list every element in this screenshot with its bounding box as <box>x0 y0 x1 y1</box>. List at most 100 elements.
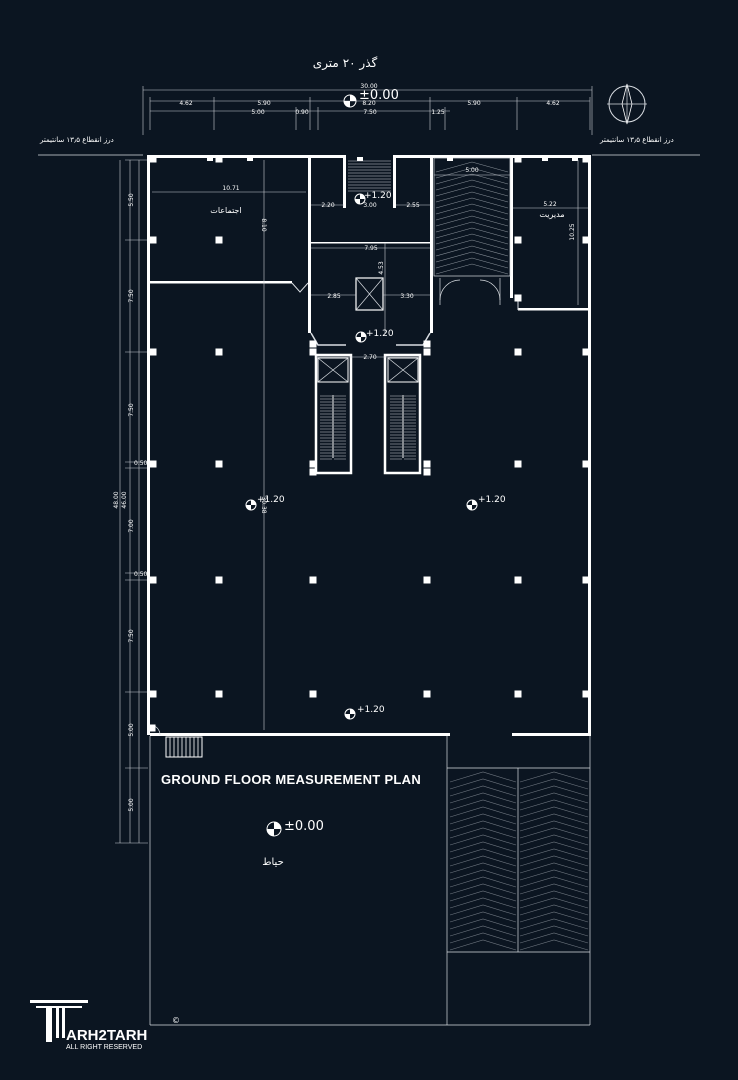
ramp-hatch-line <box>435 233 509 245</box>
parking-hatch-line <box>519 925 589 937</box>
parking-hatch-line <box>519 883 589 895</box>
elevator-right <box>387 357 419 383</box>
elevator-shaft <box>355 277 384 311</box>
parking-hatch-line <box>449 911 517 923</box>
column <box>215 460 223 468</box>
room-label-meetings: اجتماعات <box>210 206 241 215</box>
plan-title: GROUND FLOOR MEASUREMENT PLAN <box>161 772 421 787</box>
parking-hatch-line <box>449 869 517 881</box>
column <box>309 348 317 356</box>
column <box>309 468 317 476</box>
ramp-hatch-line <box>435 203 509 215</box>
dim-lobby-depth: 4.53 <box>378 261 385 275</box>
column <box>215 690 223 698</box>
dim-overall-depth-2: 46.00 <box>121 491 128 508</box>
street-label: گذر ۲۰ متری <box>313 56 378 71</box>
dim-left-6: 0.50 <box>134 571 148 578</box>
parking-hatch-line <box>449 806 517 818</box>
wall-column <box>572 157 578 161</box>
building-walls <box>147 155 591 736</box>
column <box>149 155 157 163</box>
ramp-hatch-line <box>435 245 509 257</box>
parking-hatch-line <box>519 876 589 888</box>
expansion-joint-left: درز انقطاع ۱۳٫۵ سانتیمتر <box>39 136 114 144</box>
parking-hatch-line <box>449 848 517 860</box>
dim-exit-stairs: 2.70 <box>363 354 377 361</box>
parking-hatch-line <box>519 932 589 944</box>
ramp-hatch-line <box>435 221 509 233</box>
dim-left-4: 0.50 <box>134 460 148 467</box>
wall-column <box>357 157 363 161</box>
parking-hatch-line <box>449 904 517 916</box>
dim-top2-4: 1.25 <box>431 109 445 116</box>
structural-columns <box>148 155 590 732</box>
dim-ramp-width: 5.00 <box>465 167 479 174</box>
level-hall-right: +1.20 <box>478 495 506 505</box>
column <box>215 576 223 584</box>
column <box>148 724 156 732</box>
parking-hatch-line <box>449 925 517 937</box>
ramp-hatch-line <box>435 197 509 209</box>
dim-left-1: 5.50 <box>128 193 135 207</box>
level-hall-left: +1.20 <box>257 495 285 505</box>
room-label-yard: حیاط <box>262 857 284 868</box>
dim-top-2: 5.90 <box>257 100 271 107</box>
parking-hatch-line <box>519 820 589 832</box>
column <box>309 690 317 698</box>
parking-hatch-line <box>449 834 517 846</box>
dim-top-5: 4.62 <box>546 100 560 107</box>
exit-stair-right <box>390 395 416 460</box>
column <box>309 576 317 584</box>
level-marker-icon <box>344 708 356 720</box>
inner-dimension-lines <box>152 160 588 730</box>
parking-hatch-line <box>449 897 517 909</box>
column <box>582 576 590 584</box>
parking-hatch-line <box>449 855 517 867</box>
ramp-hatch-line <box>435 191 509 203</box>
column <box>514 576 522 584</box>
expansion-joint-right: درز انقطاع ۱۳٫۵ سانتیمتر <box>599 136 674 144</box>
exit-stair-left <box>320 395 346 460</box>
level-yard: ±0.00 <box>284 819 324 834</box>
column <box>514 294 522 302</box>
parking-hatch-line <box>449 939 517 951</box>
parking-hatch-line <box>449 883 517 895</box>
column <box>149 348 157 356</box>
column <box>423 690 431 698</box>
level-marker-icon <box>355 331 367 343</box>
dim-meeting-width: 10.71 <box>222 185 239 192</box>
level-entrance: ±0.00 <box>359 88 399 103</box>
level-marker-icon <box>343 94 357 108</box>
column <box>514 460 522 468</box>
parking-hatch-line <box>449 792 517 804</box>
parking-hatch-line <box>449 876 517 888</box>
parking-hatch-line <box>449 827 517 839</box>
level-stair-landing: +1.20 <box>364 191 392 201</box>
column <box>423 348 431 356</box>
column <box>582 460 590 468</box>
column <box>149 460 157 468</box>
parking-hatch-line <box>519 855 589 867</box>
elevator-left <box>317 357 349 383</box>
column <box>215 236 223 244</box>
dim-hall-depth-1: 8.10 <box>260 218 267 232</box>
dim-left-9: 5.00 <box>128 798 135 812</box>
parking-hatch-line <box>519 904 589 916</box>
dim-left-5: 7.00 <box>128 519 135 533</box>
parking-hatch-line <box>519 792 589 804</box>
dim-top2-1: 5.00 <box>251 109 265 116</box>
column <box>582 155 590 163</box>
dim-overall-width: 30.00 <box>360 83 377 90</box>
level-marker-icon <box>245 499 257 511</box>
dim-lobby-width: 7.95 <box>364 245 378 252</box>
level-lobby: +1.20 <box>366 329 394 339</box>
ramp-hatch-line <box>435 167 509 179</box>
parking-hatch-line <box>449 862 517 874</box>
parking-hatch-line <box>519 897 589 909</box>
level-hall-bottom: +1.20 <box>357 705 385 715</box>
parking-hatch-line <box>449 799 517 811</box>
level-marker-icon <box>266 821 282 837</box>
parking-hatch-line <box>519 799 589 811</box>
ramp-hatch-line <box>435 185 509 197</box>
